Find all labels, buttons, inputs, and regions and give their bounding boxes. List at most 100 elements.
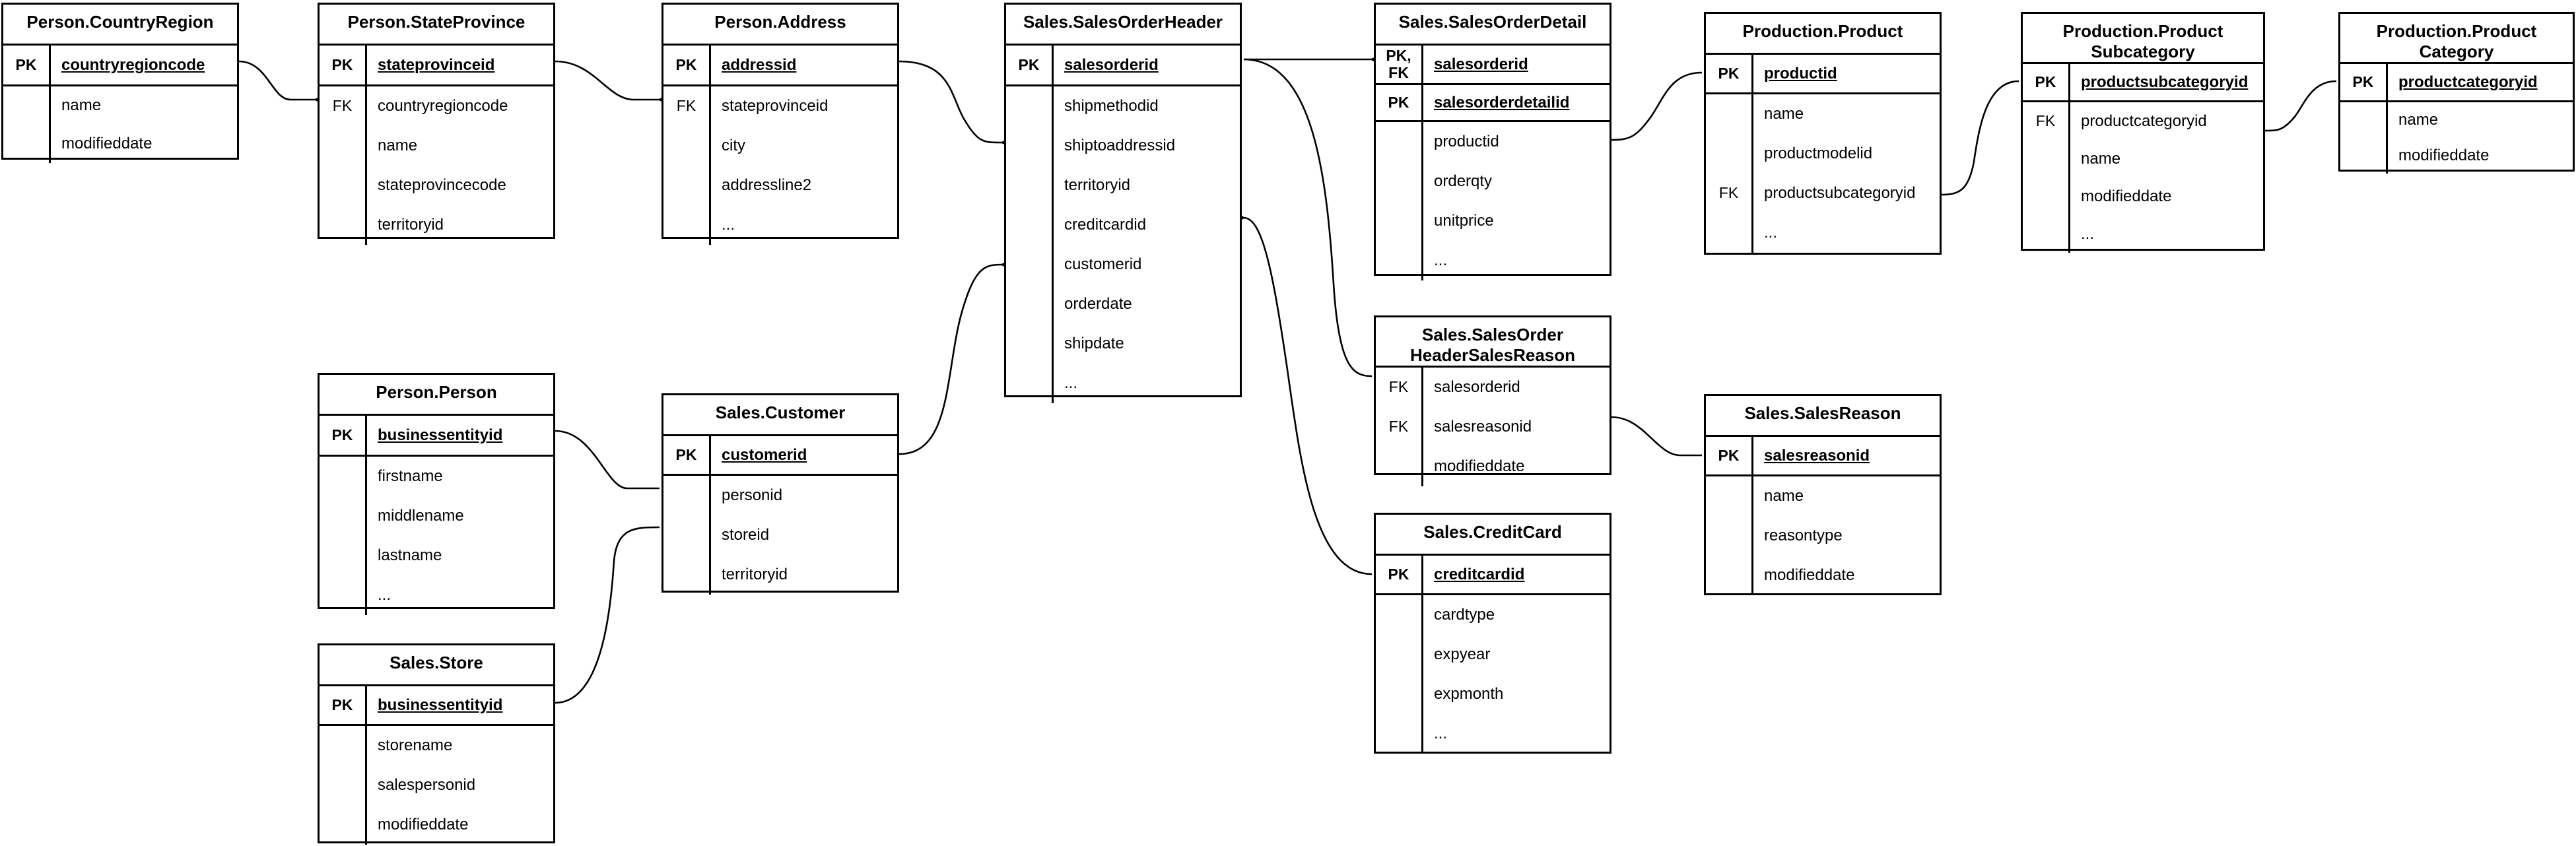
attribute-row[interactable]: storeid <box>663 515 897 555</box>
attribute-row[interactable]: ... <box>1376 241 1610 280</box>
attribute-row[interactable]: ... <box>1376 714 1610 754</box>
attribute-row[interactable]: name <box>1706 476 1940 516</box>
attribute-row[interactable]: salespersonid <box>320 765 553 805</box>
key-indicator: PK <box>320 686 367 724</box>
attribute-row[interactable]: territoryid <box>663 555 897 595</box>
attribute-name: salesreasonid <box>1764 446 1870 465</box>
attribute-row[interactable]: ... <box>663 205 897 245</box>
attribute-row[interactable]: modifieddate <box>2023 178 2263 215</box>
key-indicator: FK <box>320 86 367 126</box>
attribute-row[interactable]: shipmethodid <box>1006 86 1240 126</box>
entity-title: Person.Address <box>663 5 897 46</box>
attribute-name: cardtype <box>1434 606 1495 624</box>
attribute-row[interactable]: expmonth <box>1376 674 1610 714</box>
attribute-row[interactable]: name <box>320 126 553 166</box>
attribute-row[interactable]: middlename <box>320 496 553 536</box>
attribute-row[interactable]: productid <box>1376 122 1610 162</box>
key-indicator <box>320 496 367 536</box>
attribute-row[interactable]: cardtype <box>1376 595 1610 635</box>
attribute-row[interactable]: modifieddate <box>320 805 553 845</box>
key-indicator: PK <box>1376 85 1423 120</box>
attribute-row[interactable]: personid <box>663 476 897 515</box>
key-indicator: FK <box>1706 174 1753 213</box>
entity-title: Person.StateProvince <box>320 5 553 46</box>
attribute-row[interactable]: city <box>663 126 897 166</box>
attribute-row[interactable]: addressline2 <box>663 166 897 205</box>
attribute-row[interactable]: modifieddate <box>3 125 237 163</box>
attribute-row[interactable]: creditcardid <box>1006 205 1240 245</box>
attribute-row[interactable]: name <box>3 86 237 125</box>
attribute-row[interactable]: shiptoaddressid <box>1006 126 1240 166</box>
attribute-name: territoryid <box>722 566 788 583</box>
attribute-row[interactable]: expyear <box>1376 635 1610 674</box>
attribute-row[interactable]: modifieddate <box>1376 447 1610 486</box>
attribute-row[interactable]: ... <box>1006 364 1240 403</box>
attribute-row[interactable]: shipdate <box>1006 324 1240 364</box>
attribute-row[interactable]: unitprice <box>1376 201 1610 241</box>
attribute-row[interactable]: productmodelid <box>1706 134 1940 174</box>
attribute-row[interactable]: territoryid <box>1006 166 1240 205</box>
attribute-row[interactable]: name <box>2340 102 2573 138</box>
key-indicator <box>320 536 367 575</box>
key-indicator <box>2023 178 2070 215</box>
attribute-row[interactable]: firstname <box>320 457 553 496</box>
attribute-row[interactable]: customerid <box>1006 245 1240 284</box>
attribute-row[interactable]: ... <box>320 575 553 615</box>
attribute-row[interactable]: reasontype <box>1706 516 1940 556</box>
attribute-row[interactable]: modifieddate <box>1706 556 1940 595</box>
attribute-name: city <box>722 137 745 154</box>
attribute-row[interactable]: ... <box>1706 213 1940 253</box>
key-indicator <box>1006 245 1054 284</box>
entity-title: Sales.Store <box>320 645 553 686</box>
attribute-row[interactable]: stateprovincecode <box>320 166 553 205</box>
attribute-row[interactable]: lastname <box>320 536 553 575</box>
attribute-row[interactable]: territoryid <box>320 205 553 245</box>
attribute-row[interactable]: modifieddate <box>2340 138 2573 174</box>
attribute-row[interactable]: storename <box>320 726 553 765</box>
attribute-name: salesorderid <box>1434 55 1528 73</box>
attribute-row[interactable]: ... <box>2023 215 2263 253</box>
attribute-row[interactable]: orderqty <box>1376 162 1610 201</box>
attribute-row[interactable]: orderdate <box>1006 284 1240 324</box>
attribute-row[interactable]: name <box>1706 94 1940 134</box>
attribute-row[interactable]: name <box>2023 140 2263 178</box>
